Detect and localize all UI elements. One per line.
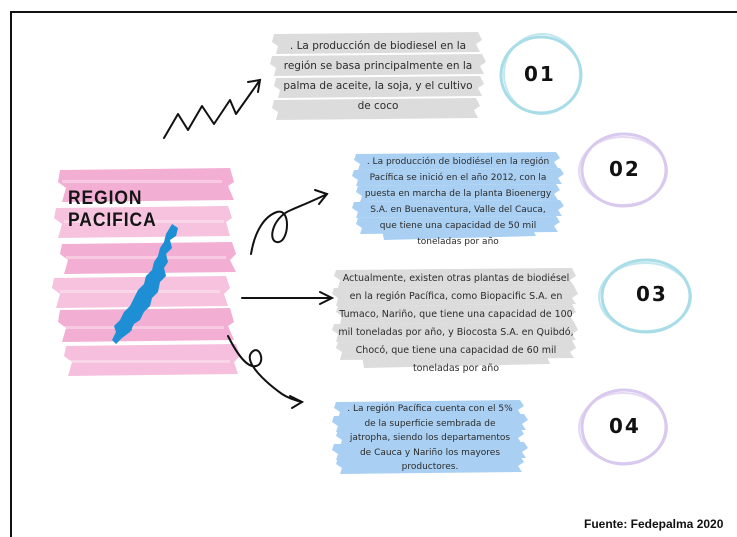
item-01-description: . La producción de biodiesel en la regió…: [283, 40, 473, 112]
source-caption: Fuente: Fedepalma 2020: [584, 517, 724, 531]
item-03-ring: [598, 258, 692, 334]
item-04-highlight: [332, 400, 528, 474]
item-01-highlight: [270, 32, 486, 120]
item-04-description: . La región Pacífica cuenta con el 5% de…: [347, 404, 513, 472]
item-03-description: Actualmente, existen otras plantas de bi…: [338, 273, 574, 374]
item-02-highlight: [352, 152, 564, 240]
infographic-frame: [10, 11, 737, 537]
item-04-text-block: . La región Pacífica cuenta con el 5% de…: [332, 400, 528, 478]
curl-arrow-icon: [227, 335, 305, 409]
item-03-highlight: [332, 268, 578, 368]
item-01-text-block: . La producción de biodiesel en la regió…: [270, 32, 486, 122]
item-02-description: . La producción de biodiésel en la regió…: [364, 157, 552, 247]
item-02-number: 02: [609, 157, 641, 181]
item-04-number: 04: [609, 414, 641, 438]
item-02-text-block: . La producción de biodiésel en la regió…: [352, 152, 564, 247]
region-title: REGION PACIFICA: [68, 188, 157, 231]
item-03-text-block: Actualmente, existen otras plantas de bi…: [332, 268, 580, 374]
item-02-ring: [578, 132, 668, 208]
loop-arrow-icon: [250, 189, 329, 255]
item-03-number: 03: [636, 282, 668, 306]
item-01-number: 01: [524, 62, 556, 86]
zigzag-arrow-icon: [163, 78, 262, 139]
pink-brush-background: [52, 168, 240, 376]
item-01-ring: [499, 33, 583, 115]
pacific-region-map: [112, 224, 178, 344]
straight-arrow-icon: [241, 291, 335, 305]
item-04-ring: [578, 388, 668, 466]
